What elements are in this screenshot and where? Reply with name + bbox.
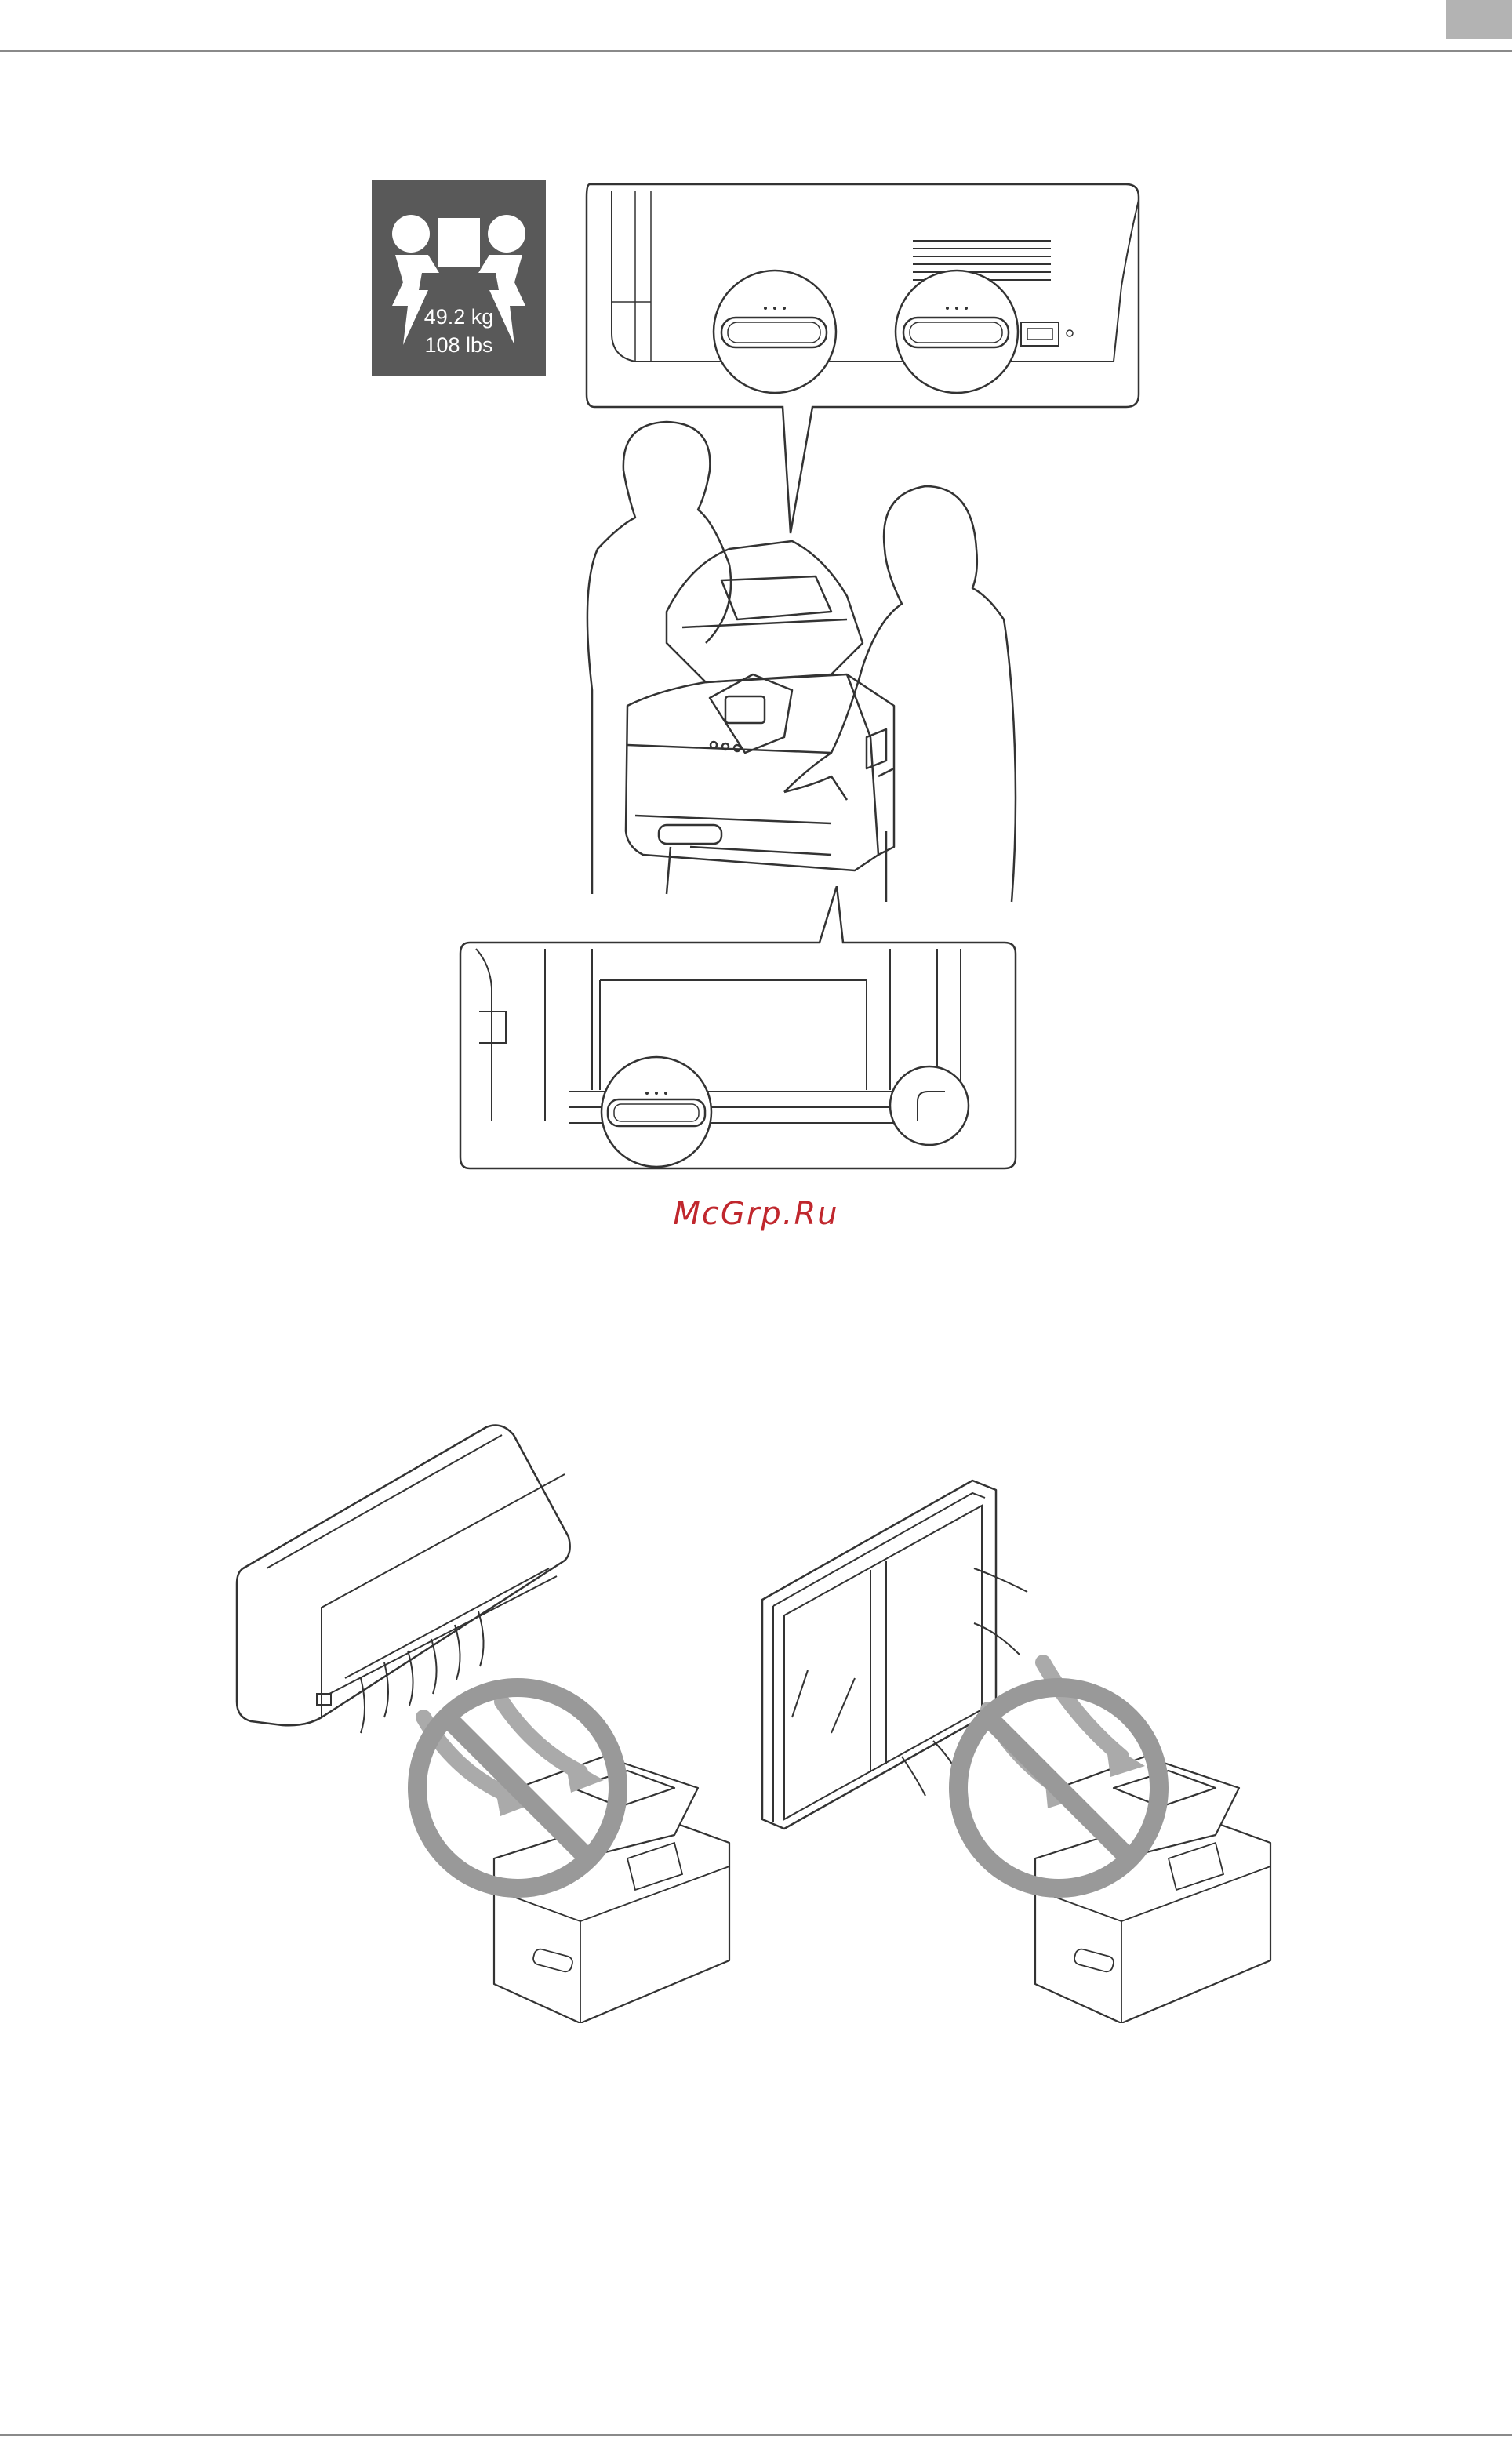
watermark-text: McGrp.Ru bbox=[0, 1196, 1512, 1232]
header-rule bbox=[0, 50, 1512, 52]
weight-badge: 49.2 kg 108 lbs bbox=[372, 180, 546, 376]
grip-closeup-bottom bbox=[459, 886, 1023, 1176]
weight-lbs-label: 108 lbs bbox=[372, 332, 546, 358]
footer-rule bbox=[0, 2434, 1512, 2436]
window-prohibited-illustration bbox=[761, 1474, 1278, 2023]
page-tab bbox=[1446, 0, 1512, 39]
aircon-prohibited-illustration bbox=[235, 1419, 737, 2023]
weight-kg-label: 49.2 kg bbox=[372, 304, 546, 329]
lifting-illustration bbox=[549, 408, 1035, 910]
